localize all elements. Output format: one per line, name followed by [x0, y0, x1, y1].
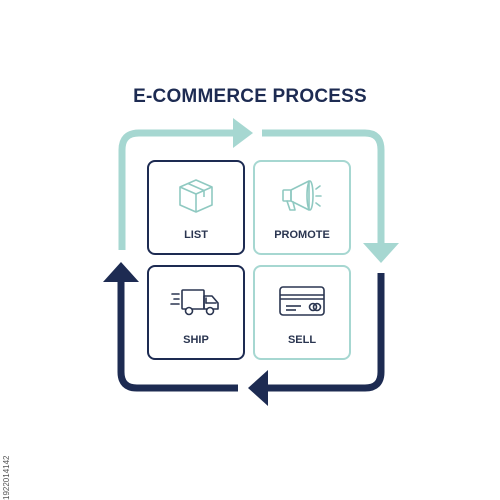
arrow-head-right: [363, 243, 399, 263]
step-list: LIST: [147, 160, 245, 255]
diagram-title: E-COMMERCE PROCESS: [133, 86, 367, 107]
megaphone-icon: [255, 176, 349, 216]
step-sell: SELL: [253, 265, 351, 360]
arrow-bottom: [266, 273, 385, 392]
credit-card-icon: [255, 281, 349, 321]
box-icon: [149, 176, 243, 216]
step-label-sell: SELL: [287, 334, 317, 346]
arrow-right: [262, 129, 385, 246]
step-promote: PROMOTE: [253, 160, 351, 255]
step-ship: SHIP: [147, 265, 245, 360]
arrow-left: [117, 280, 238, 392]
arrow-head-left: [103, 262, 139, 282]
step-label-ship: SHIP: [183, 334, 209, 346]
arrow-head-top: [233, 118, 253, 148]
step-label-promote: PROMOTE: [274, 229, 330, 241]
delivery-truck-icon: [149, 281, 243, 321]
step-label-list: LIST: [184, 229, 208, 241]
arrow-head-bottom: [248, 370, 268, 406]
stock-id-watermark: 1922014142: [2, 455, 11, 500]
arrow-top: [118, 129, 236, 250]
